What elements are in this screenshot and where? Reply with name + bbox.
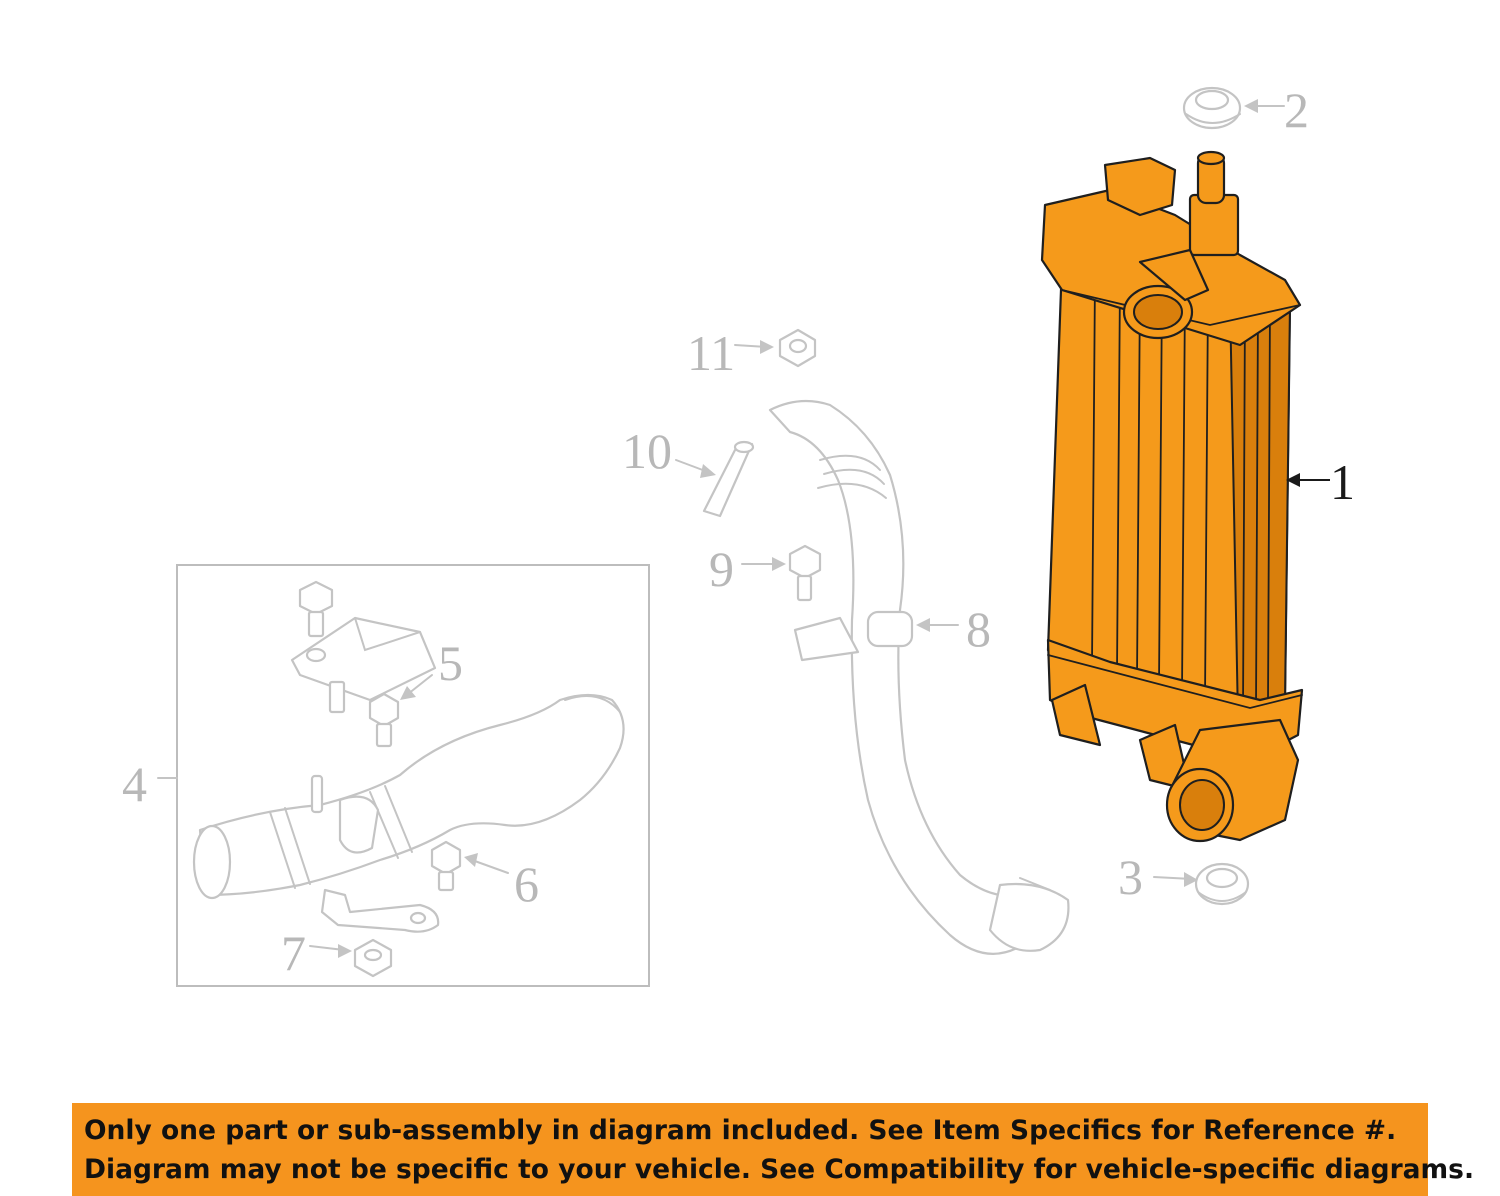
callout-6: 6 — [514, 856, 539, 912]
intercooler[interactable] — [1040, 150, 1304, 843]
grommet-top[interactable] — [1182, 86, 1242, 130]
callout-7: 7 — [281, 925, 306, 981]
callout-2: 2 — [1284, 82, 1309, 138]
sub-assembly-box — [176, 564, 650, 987]
arrow-2 — [1244, 99, 1285, 113]
sensor-bracket[interactable] — [290, 580, 437, 714]
callout-9: 9 — [709, 541, 734, 597]
bolt-5[interactable] — [368, 692, 400, 748]
stud-10[interactable] — [702, 440, 755, 518]
callout-3: 3 — [1118, 849, 1143, 905]
arrow-5 — [400, 674, 433, 700]
callout-5: 5 — [438, 635, 463, 691]
arrow-11 — [734, 340, 774, 354]
arrow-8 — [916, 618, 959, 632]
nut-11[interactable] — [778, 328, 817, 368]
bolt-6[interactable] — [430, 840, 462, 892]
intercooler-pipe[interactable] — [768, 399, 1070, 955]
inlet-hose[interactable] — [192, 693, 625, 900]
arrow-9 — [741, 557, 786, 571]
arrow-1 — [1286, 473, 1330, 487]
arrow-10 — [675, 459, 716, 478]
callout-11: 11 — [687, 325, 735, 381]
grommet-bottom[interactable] — [1194, 862, 1250, 906]
bolt-9[interactable] — [788, 544, 822, 602]
callout-8: 8 — [966, 601, 991, 657]
disclaimer-line-2: Diagram may not be specific to your vehi… — [84, 1154, 1475, 1185]
bracket-7[interactable] — [320, 888, 440, 933]
nut-7[interactable] — [353, 938, 393, 978]
disclaimer-line-1: Only one part or sub-assembly in diagram… — [84, 1115, 1397, 1146]
arrow-6 — [464, 853, 509, 874]
callout-4: 4 — [122, 756, 147, 812]
disclaimer-banner: Only one part or sub-assembly in diagram… — [72, 1103, 1475, 1196]
arrow-7 — [309, 944, 352, 958]
callout-1: 1 — [1330, 454, 1355, 510]
arrow-3 — [1153, 872, 1198, 887]
callout-10: 10 — [622, 423, 672, 479]
